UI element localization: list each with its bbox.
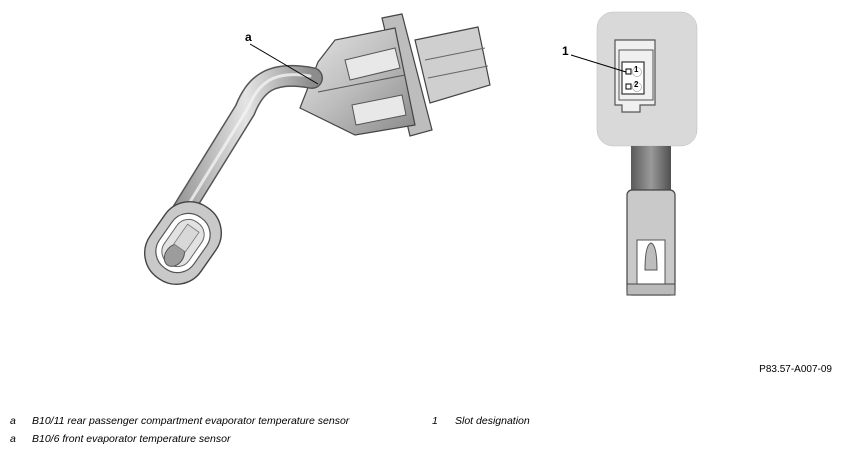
sensor-left-view	[144, 13, 491, 285]
figure-id: P83.57-A007-09	[759, 364, 832, 375]
legend-text: B10/11 rear passenger compartment evapor…	[32, 415, 350, 427]
legend-key: a	[10, 433, 16, 445]
sensor-front-view	[570, 11, 698, 296]
pin-1-label: 1	[634, 65, 639, 74]
pin-2-square	[625, 83, 632, 90]
pin-1-circle	[632, 67, 642, 77]
callout-1-leader	[570, 54, 627, 73]
legend-row: a B10/6 front evaporator temperature sen…	[0, 433, 841, 447]
sensor-loop-tip	[144, 201, 222, 285]
pin-1-square	[625, 68, 632, 75]
callout-1: 1	[562, 44, 569, 58]
legend-key: 1	[432, 415, 438, 427]
callout-a-leader	[249, 43, 319, 85]
legend-row: a B10/11 rear passenger compartment evap…	[0, 415, 841, 429]
pin-2-circle	[632, 82, 642, 92]
pin-2-label: 2	[634, 80, 639, 89]
legend-key: a	[10, 415, 16, 427]
legend-text: B10/6 front evaporator temperature senso…	[32, 433, 231, 445]
connector-rear-block	[414, 26, 491, 104]
legend-text: Slot designation	[455, 415, 530, 427]
callout-a: a	[245, 30, 252, 44]
sensor-illustration	[144, 11, 698, 296]
